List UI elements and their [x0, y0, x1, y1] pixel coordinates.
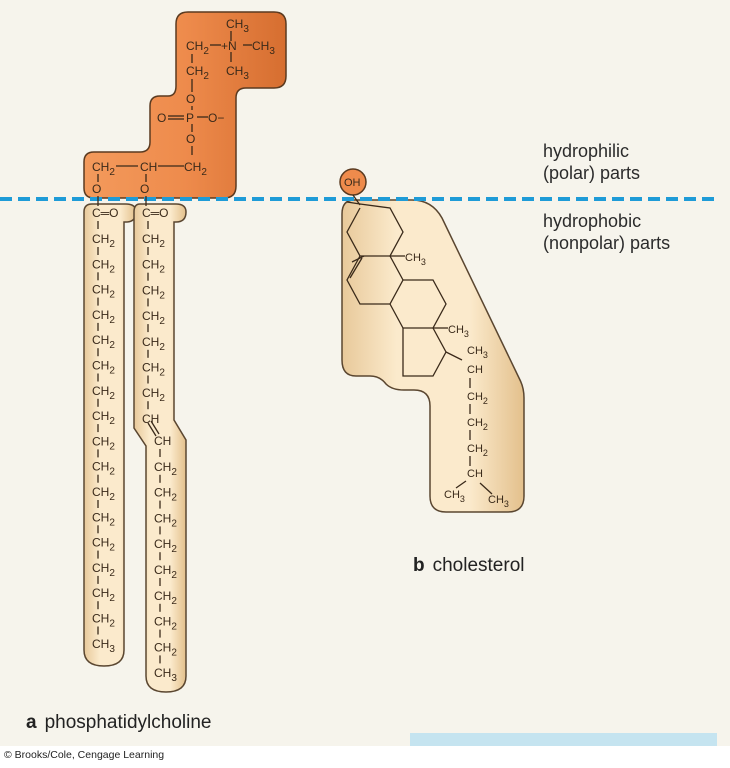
ester-oxygen-label: O — [140, 182, 149, 196]
caption-letter-a: a — [26, 712, 37, 733]
caption-cholesterol: b cholesterol — [413, 555, 525, 577]
tail-2-carbon-label: CH — [154, 434, 171, 448]
bond — [479, 482, 493, 495]
caption-phosphatidylcholine: a phosphatidylcholine — [26, 712, 211, 734]
side-chain-ch2-label: CH2 — [467, 391, 488, 406]
oxygen-minus-label: O− — [208, 111, 224, 125]
carbonyl-label: C═O — [142, 206, 169, 220]
polar-head-shape — [83, 11, 287, 199]
oxygen-label: O — [157, 111, 166, 125]
hydrophilic-label-line-1: hydrophilic — [543, 141, 630, 161]
bond — [150, 420, 160, 435]
side-chain-ch-label: CH — [467, 364, 483, 376]
hydrophilic-label: hydrophilic (polar) parts — [543, 140, 640, 184]
terminal-methyl-label: CH3 — [444, 489, 465, 504]
side-chain-ch2-label: CH2 — [467, 443, 488, 458]
side-chain-ch-label: CH — [467, 468, 483, 480]
terminal-methyl-label: CH3 — [488, 494, 509, 509]
tail-2-shape — [133, 203, 187, 693]
caption-letter-b: b — [413, 555, 425, 576]
hydrophobic-label-line-2: (nonpolar) parts — [543, 233, 671, 253]
caption-name-b: cholesterol — [432, 555, 525, 576]
ester-oxygen-label: O — [92, 182, 101, 196]
tail-2-carbon-label: CH — [142, 412, 159, 426]
methyl-label: CH3 — [405, 252, 426, 267]
cholesterol-body-shape — [341, 199, 525, 513]
carbonyl-label: C═O — [92, 206, 119, 220]
hydrophilic-label-line-2: (polar) parts — [543, 163, 641, 183]
copyright-credit: © Brooks/Cole, Cengage Learning — [4, 749, 165, 761]
bond-lines — [97, 31, 493, 664]
nitrogen-label: +N — [221, 39, 237, 53]
hydroxyl-label: OH — [344, 177, 361, 189]
glycerol-ch-label: CH — [140, 160, 157, 174]
methyl-label: CH3 — [448, 324, 469, 339]
caption-name-a: phosphatidylcholine — [44, 712, 212, 733]
hydrophobic-label-line-1: hydrophobic — [543, 211, 642, 231]
hydrophobic-label: hydrophobic (nonpolar) parts — [543, 210, 670, 254]
phosphorus-label: P — [186, 111, 194, 125]
oxygen-label: O — [186, 132, 195, 146]
footer-color-bar — [410, 733, 717, 746]
side-chain-methyl-label: CH3 — [467, 345, 488, 360]
oxygen-label: O — [186, 92, 195, 106]
bond — [455, 480, 467, 489]
bond — [147, 422, 157, 437]
side-chain-ch2-label: CH2 — [467, 417, 488, 432]
steroid-rings — [346, 194, 463, 377]
